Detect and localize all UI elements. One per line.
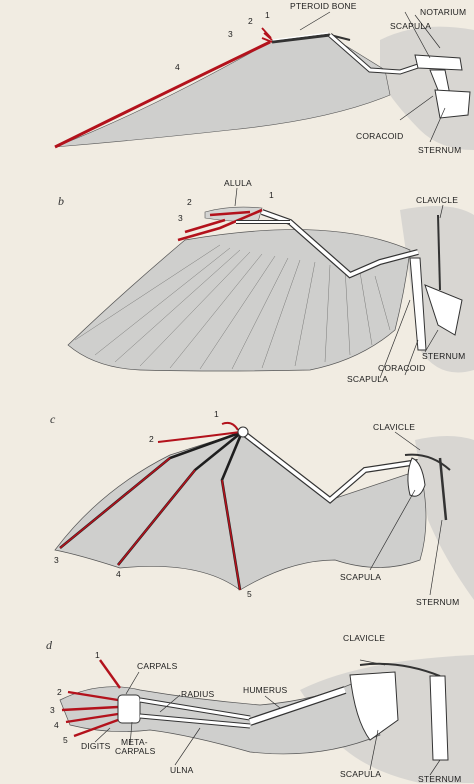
panel-letter-b: b [58,194,64,208]
digit-label-c-5: 5 [247,589,252,599]
label-pteroid-bone: PTEROID BONE [290,1,357,11]
digit-label-b-2: 2 [187,197,192,207]
pterosaur-membrane [54,35,391,148]
label-carpals: CARPALS [137,661,178,671]
bat-body [415,436,474,600]
bat-finger-highlight [59,457,241,591]
panel-letter-d: d [46,638,52,652]
digit-label-c-1: 1 [214,409,219,419]
label-digits: DIGITS [81,741,111,751]
label-alula: ALULA [224,178,252,188]
digit-label-d-3: 3 [50,705,55,715]
digit-label-a-4: 4 [175,62,180,72]
digit-label-d-5: 5 [63,735,68,745]
digit-label-d-1: 1 [95,650,100,660]
bird-feathers [67,229,411,372]
label-sternum-b: STERNUM [422,351,466,361]
digit-4-highlight [54,40,271,149]
label-scapula-b: SCAPULA [347,374,389,384]
label-sternum-a: STERNUM [418,145,462,155]
digit-label-c-4: 4 [116,569,121,579]
label-radius: RADIUS [181,689,215,699]
scapula-a [414,54,463,71]
bat-thumb-claw [157,421,241,443]
digit-label-c-3: 3 [54,555,59,565]
sternum-c [438,457,448,521]
label-scapula-c: SCAPULA [340,572,382,582]
label-clavicle-b: CLAVICLE [416,195,459,205]
digit-label-b-1: 1 [269,190,274,200]
panel-letter-c: c [50,412,56,426]
digit-label-c-2: 2 [149,434,154,444]
label-sternum-c: STERNUM [416,597,460,607]
label-scapula-a: SCAPULA [390,21,432,31]
digit-label-b-3: 3 [178,213,183,223]
clavicle-d [359,662,441,677]
label-clavicle-d: CLAVICLE [343,633,386,643]
digit-label-a-1: 1 [265,10,270,20]
clavicle-c [404,453,451,471]
clavicle-b [437,214,441,291]
bird-digits-highlight [177,208,263,242]
digit-label-d-4: 4 [54,720,59,730]
carpals-bones [117,694,141,724]
digit-label-a-2: 2 [248,16,253,26]
claws-1-3 [261,27,273,43]
human-digits-highlight [61,659,121,738]
digit-label-a-3: 3 [228,29,233,39]
scapula-c [407,457,426,497]
label-humerus: HUMERUS [243,685,288,695]
label-metacarpals-2: CARPALS [115,746,156,756]
feather-lines [74,244,391,370]
wing-metacarpal [271,33,331,44]
label-notarium: NOTARIUM [420,7,467,17]
sternum-d [429,675,449,761]
digit-label-d-2: 2 [57,687,62,697]
sternum-b [424,284,463,336]
label-clavicle-c: CLAVICLE [373,422,416,432]
label-scapula-d: SCAPULA [340,769,382,779]
label-coracoid-b: CORACOID [378,363,426,373]
label-coracoid-a: CORACOID [356,131,404,141]
label-sternum-d: STERNUM [418,774,462,784]
label-ulna: ULNA [170,765,194,775]
label-metacarpals-1: META- [121,737,148,747]
scapula-d [349,671,399,741]
bat-wrist [237,426,249,438]
